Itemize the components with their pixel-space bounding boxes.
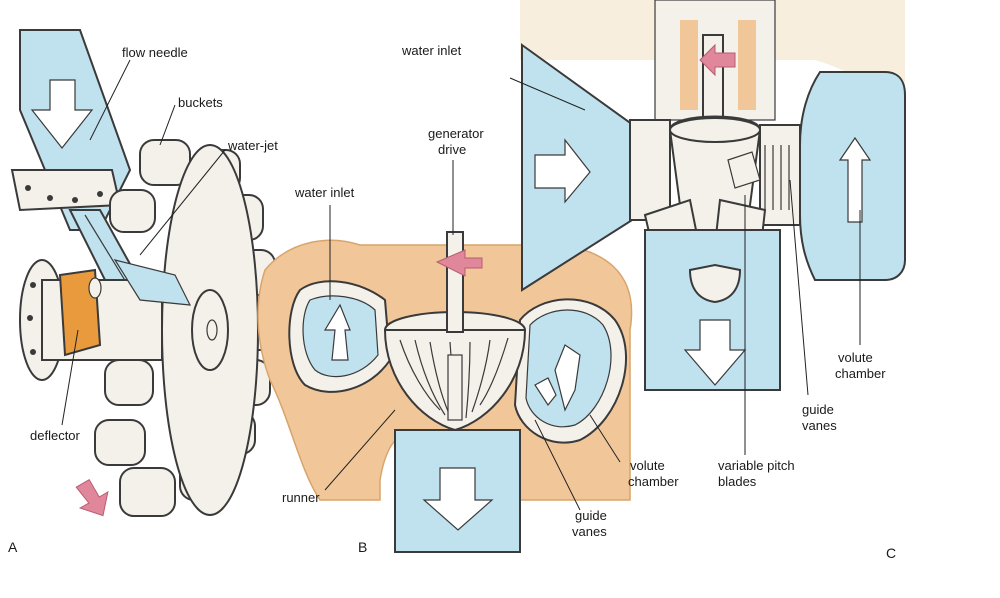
- label-flow-needle: flow needle: [122, 45, 188, 60]
- francis-turbine: [257, 231, 633, 553]
- label-variable-pitch-1: variable pitch: [718, 458, 795, 473]
- swirl-arrow-icon: [323, 303, 351, 361]
- deflector: [58, 268, 102, 357]
- left-guide-ring: [629, 119, 671, 221]
- rotation-arrow-icon: [435, 249, 483, 277]
- water-jet: [113, 259, 192, 306]
- label-volute-c-1: volute: [838, 350, 873, 365]
- label-guide-b-2: vanes: [572, 524, 607, 539]
- label-generator-drive-1: generator: [428, 126, 484, 141]
- label-water-jet: water-jet: [227, 138, 278, 153]
- down-arrow-icon: [30, 79, 94, 149]
- swirl-arrow-icon: [554, 344, 581, 412]
- kaplan-turbine: [520, 0, 906, 391]
- label-deflector: deflector: [30, 428, 81, 443]
- label-variable-pitch-2: blades: [718, 474, 757, 489]
- pelton-wheel: [10, 29, 278, 517]
- down-arrow-icon: [683, 319, 747, 386]
- generator-shaft: [446, 231, 464, 333]
- labels: A B C flow needle buckets water-jet defl…: [8, 43, 896, 561]
- label-water-inlet-b: water inlet: [294, 185, 355, 200]
- panel-letter-a: A: [8, 539, 18, 555]
- label-runner: runner: [282, 490, 320, 505]
- panel-letter-c: C: [886, 545, 896, 561]
- blade: [727, 151, 761, 189]
- label-generator-drive-2: drive: [438, 142, 466, 157]
- rotation-arrow-icon: [699, 43, 736, 77]
- outflow-arrow-icon: [75, 478, 109, 517]
- down-arrow-icon: [422, 467, 494, 531]
- label-volute-b-1: volute: [630, 458, 665, 473]
- label-buckets: buckets: [178, 95, 223, 110]
- label-volute-c-2: chamber: [835, 366, 886, 381]
- leader-lines: [61, 59, 861, 511]
- label-water-inlet-c: water inlet: [401, 43, 462, 58]
- label-guide-c-1: guide: [802, 402, 834, 417]
- right-guide-ring: [759, 124, 801, 226]
- flow-arrow-icon: [534, 377, 557, 407]
- label-guide-c-2: vanes: [802, 418, 837, 433]
- swirl-arrow-icon: [838, 136, 872, 223]
- right-arrow-icon: [534, 138, 591, 204]
- panel-letter-b: B: [358, 539, 367, 555]
- label-guide-b-1: guide: [575, 508, 607, 523]
- label-volute-b-2: chamber: [628, 474, 679, 489]
